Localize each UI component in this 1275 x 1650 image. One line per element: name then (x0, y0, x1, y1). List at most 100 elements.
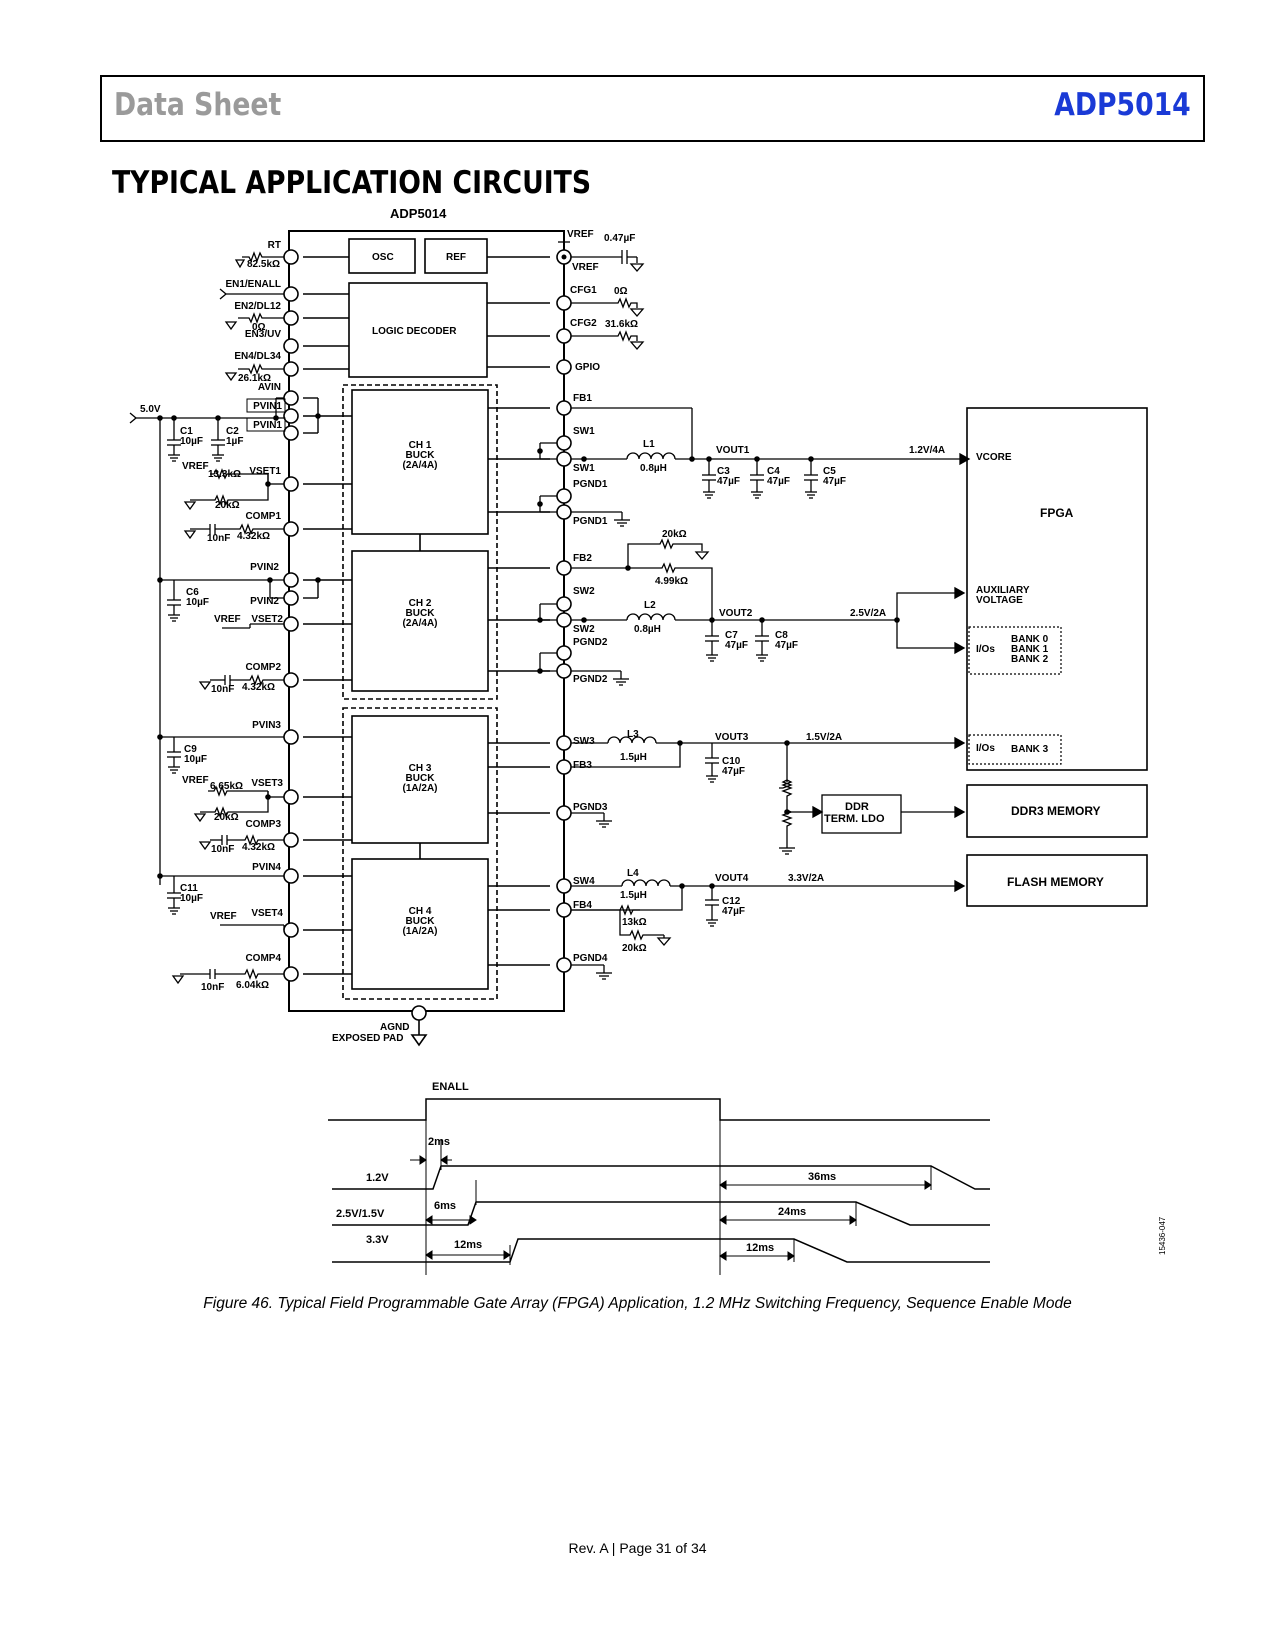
timing-12ms: 12ms (454, 1239, 482, 1251)
c11-value: 10µF (180, 893, 203, 904)
c8-name: C8 (775, 630, 788, 641)
page-footer: Rev. A | Page 31 of 34 (568, 1540, 707, 1556)
c-vref: 0.47µF (604, 233, 635, 244)
vout3-label: VOUT3 (715, 732, 749, 743)
ch3-rating: (1A/2A) (402, 783, 437, 794)
ddr-ldo-line2: TERM. LDO (824, 813, 885, 825)
pin-vset4: VSET4 (251, 908, 283, 919)
r-comp4: 6.04kΩ (236, 980, 269, 991)
l3-name: L3 (627, 729, 639, 740)
c6-name: C6 (186, 587, 199, 598)
r-fb2b: 4.99kΩ (655, 576, 688, 587)
chip-name: ADP5014 (390, 206, 447, 221)
c12-value: 47µF (722, 906, 745, 917)
agnd-label: AGND (380, 1022, 409, 1033)
ch4-type: BUCK (406, 916, 436, 927)
vin-label: 5.0V (140, 404, 161, 415)
vcore-label: VCORE (976, 452, 1012, 463)
r-cfg1: 0Ω (614, 286, 628, 297)
c9-name: C9 (184, 744, 197, 755)
pin-en1: EN1/ENALL (225, 279, 281, 290)
pin-comp2: COMP2 (245, 662, 281, 673)
vref3: VREF (182, 775, 209, 786)
r-comp2: 4.32kΩ (242, 682, 275, 693)
ch3-name: CH 3 (409, 763, 432, 774)
timing-6ms: 6ms (434, 1200, 456, 1212)
page-header: Data Sheet ADP5014 (100, 75, 1205, 142)
pin-pgnd4: PGND4 (573, 953, 608, 964)
c4-name: C4 (767, 466, 780, 477)
ch4-name: CH 4 (409, 906, 432, 917)
logic-decoder-label: LOGIC DECODER (372, 326, 457, 337)
pin-fb4: FB4 (573, 900, 592, 911)
rail4-label: 3.3V/2A (788, 873, 824, 884)
pin-vset1: VSET1 (249, 466, 281, 477)
pin-pgnd1a: PGND1 (573, 479, 608, 490)
pin-pvin1a: PVIN1 (253, 401, 282, 412)
r-vset3a: 6.65kΩ (210, 781, 243, 792)
r-fb2a: 20kΩ (662, 529, 687, 540)
c7-name: C7 (725, 630, 738, 641)
ch1-name: CH 1 (409, 440, 432, 451)
ddr-ldo-line1: DDR (845, 801, 869, 813)
c1-name: C1 (180, 426, 193, 437)
c2-name: C2 (226, 426, 239, 437)
l4-value: 1.5µH (620, 890, 647, 901)
timing-2v5: 2.5V/1.5V (336, 1208, 385, 1220)
ch2-type: BUCK (406, 608, 436, 619)
pin-sw2b: SW2 (573, 624, 595, 635)
pin-sw2a: SW2 (573, 586, 595, 597)
pin-pvin2a: PVIN2 (250, 562, 279, 573)
c-comp2: 10nF (211, 684, 234, 695)
ddr3-memory-label: DDR3 MEMORY (1011, 804, 1101, 818)
ch2-name: CH 2 (409, 598, 432, 609)
figure-code: 15436-047 (1158, 1216, 1167, 1255)
c-comp4: 10nF (201, 982, 224, 993)
ch2-rating: (2A/4A) (402, 618, 437, 629)
r-en4: 26.1kΩ (238, 373, 271, 384)
aux-voltage-line1: AUXILIARY (976, 585, 1030, 596)
header-doc-type: Data Sheet (114, 87, 282, 123)
pin-comp3: COMP3 (245, 819, 281, 830)
vref1: VREF (182, 461, 209, 472)
ref-label: REF (446, 252, 466, 263)
pin-sw1b: SW1 (573, 463, 595, 474)
pin-cfg1: CFG1 (570, 285, 597, 296)
pin-gpio: GPIO (575, 362, 600, 373)
timing-12ms-off: 12ms (746, 1242, 774, 1254)
timing-36ms: 36ms (808, 1171, 836, 1183)
timing-3v3: 3.3V (366, 1234, 389, 1246)
c9-value: 10µF (184, 754, 207, 765)
ch1-type: BUCK (406, 450, 436, 461)
pin-pgnd1b: PGND1 (573, 516, 608, 527)
r-comp1: 4.32kΩ (237, 531, 270, 542)
vout1-label: VOUT1 (716, 445, 750, 456)
c1-value: 10µF (180, 436, 203, 447)
ios3-label: I/Os (976, 743, 995, 754)
pin-sw1a: SW1 (573, 426, 595, 437)
rail3-label: 1.5V/2A (806, 732, 842, 743)
c5-value: 47µF (823, 476, 846, 487)
pin-vset2: VSET2 (251, 614, 283, 625)
l2-value: 0.8µH (634, 624, 661, 635)
header-part-number: ADP5014 (1054, 87, 1191, 123)
pin-rt: RT (268, 240, 281, 251)
ch1-rating: (2A/4A) (402, 460, 437, 471)
r-fb4a: 13kΩ (622, 917, 647, 928)
pin-pgnd2a: PGND2 (573, 637, 608, 648)
pin-fb1: FB1 (573, 393, 592, 404)
flash-memory-label: FLASH MEMORY (1007, 875, 1104, 889)
l1-name: L1 (643, 439, 655, 450)
c3-name: C3 (717, 466, 730, 477)
pin-fb2: FB2 (573, 553, 592, 564)
pin-en4: EN4/DL34 (234, 351, 281, 362)
fpga-label: FPGA (1040, 506, 1074, 520)
l1-value: 0.8µH (640, 463, 667, 474)
c2-value: 1µF (226, 436, 243, 447)
c10-name: C10 (722, 756, 741, 767)
l2-name: L2 (644, 600, 656, 611)
c7-value: 47µF (725, 640, 748, 651)
ios-label: I/Os (976, 644, 995, 655)
pin-pgnd3: PGND3 (573, 802, 608, 813)
